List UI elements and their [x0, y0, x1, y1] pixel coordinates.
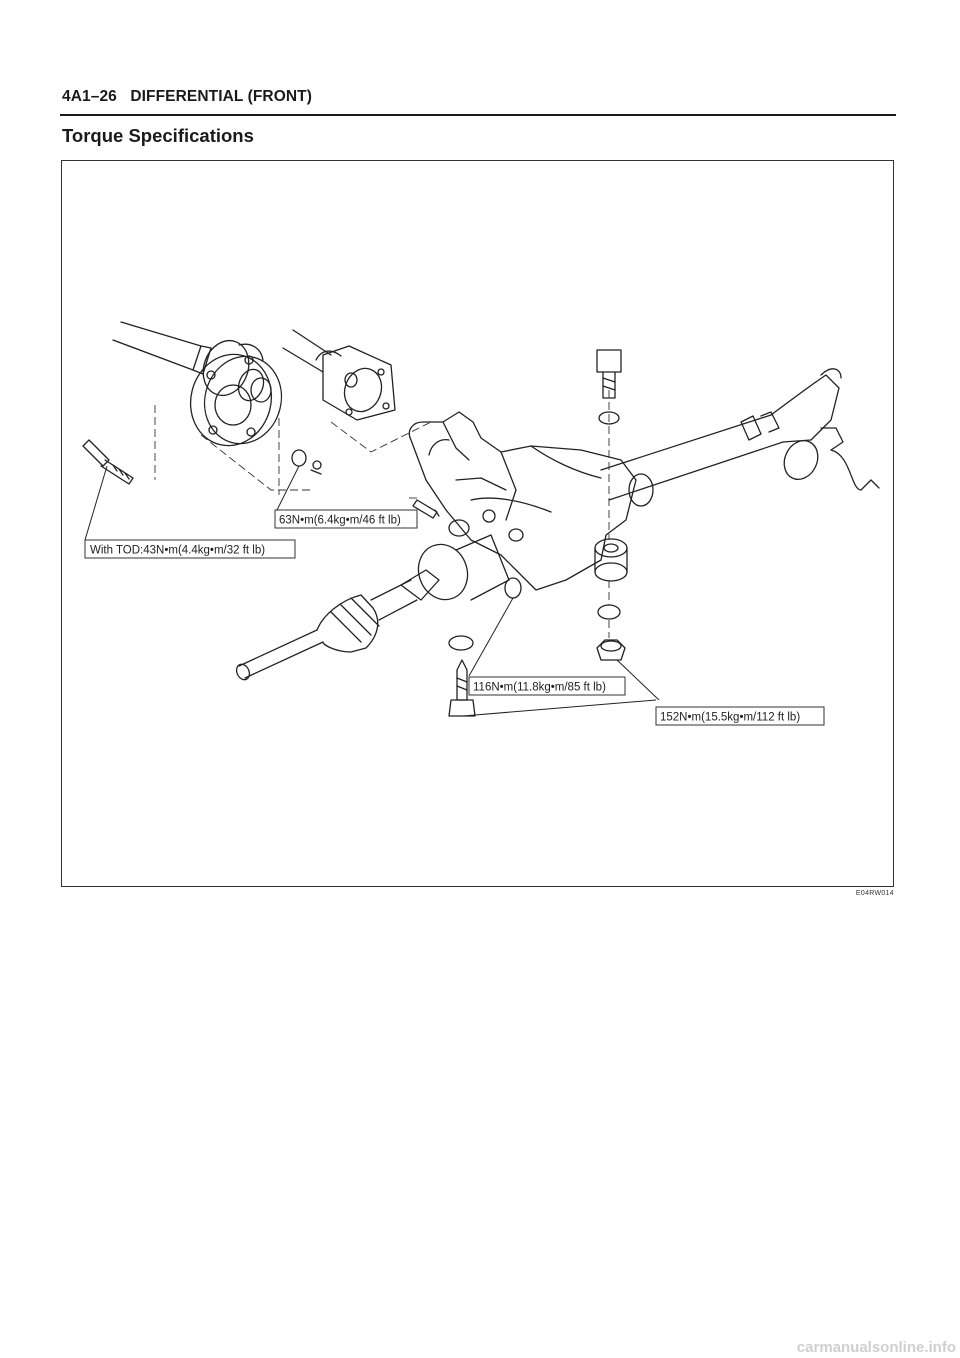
section-number: 4A1–26: [62, 88, 117, 105]
figure-frame: [61, 160, 894, 887]
leader-lines: [84, 465, 660, 717]
svg-text:116N•m(11.8kg•m/85 ft lb): 116N•m(11.8kg•m/85 ft lb): [473, 682, 606, 694]
housing-bolt: [412, 499, 440, 519]
callout-flange-bolt: 63N•m(6.4kg•m/46 ft lb): [274, 509, 418, 529]
svg-text:With TOD:43N•m(4.4kg•m/32 ft l: With TOD:43N•m(4.4kg•m/32 ft lb): [90, 545, 265, 557]
lower-washer: [597, 604, 621, 620]
axle-tube: [600, 368, 880, 507]
svg-text:152N•m(15.5kg•m/112 ft lb): 152N•m(15.5kg•m/112 ft lb): [660, 712, 800, 724]
page-header: 4A1–26 DIFFERENTIAL (FRONT): [62, 88, 312, 106]
upper-washer: [598, 411, 620, 425]
tod-bolt: [82, 439, 134, 485]
lower-mount-nut: [596, 639, 626, 661]
coupling-flange: [189, 353, 283, 447]
front-mount-bolt: [448, 659, 476, 717]
page-title: Torque Specifications: [62, 125, 254, 146]
front-washer: [448, 635, 474, 651]
alignment-lines: [154, 390, 610, 638]
figure-code: E04RW014: [855, 890, 894, 897]
differential-housing: [408, 411, 637, 599]
mount-bushing: [594, 538, 628, 582]
front-drive-shaft: [235, 534, 510, 681]
header-rule: [60, 114, 896, 116]
callout-mount-bolt-rear: 152N•m(15.5kg•m/112 ft lb): [655, 706, 825, 726]
flange-nut: [291, 449, 322, 475]
chapter-title: DIFFERENTIAL (FRONT): [130, 88, 312, 105]
svg-text:63N•m(6.4kg•m/46 ft lb): 63N•m(6.4kg•m/46 ft lb): [279, 515, 401, 527]
watermark: carmanualsonline.info: [796, 1339, 956, 1356]
differential-exploded-diagram: With TOD:43N•m(4.4kg•m/32 ft lb) 63N•m(6…: [82, 321, 880, 726]
rear-propeller-shaft: [282, 329, 396, 421]
callout-mount-bolt-front: 116N•m(11.8kg•m/85 ft lb): [468, 676, 626, 696]
callout-tod-bolt: With TOD:43N•m(4.4kg•m/32 ft lb): [84, 539, 296, 559]
